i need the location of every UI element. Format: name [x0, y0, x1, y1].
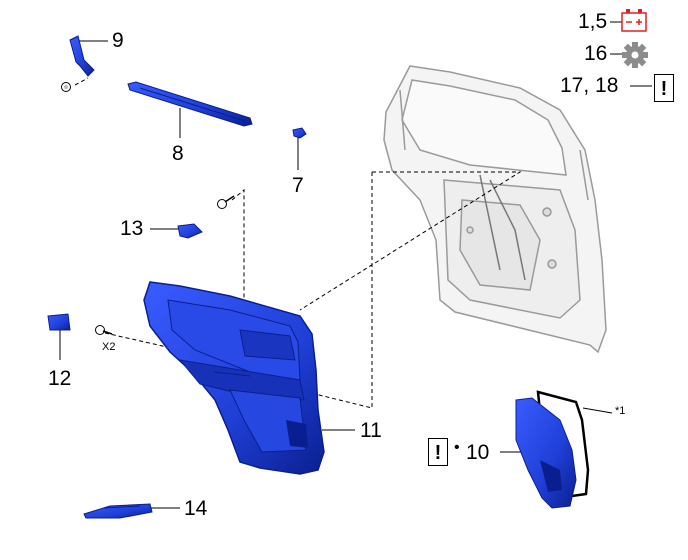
callout-13: 13 [120, 217, 144, 240]
callout-11: 11 [360, 419, 382, 442]
clip-part-9 [61, 82, 71, 92]
part-9-bracket [69, 35, 95, 77]
label-star-1: *1 [615, 405, 626, 417]
callout-17-18: 17, 18 [560, 74, 619, 97]
callout-16: 16 [584, 42, 608, 65]
part-11-door-trim-board [143, 281, 325, 475]
part-7-clip [292, 127, 307, 139]
battery-icon [621, 9, 647, 32]
label-x2: X2 [102, 341, 116, 353]
callout-7: 7 [292, 174, 304, 197]
part-14-lower-trim [83, 503, 153, 519]
part-13-cover [177, 223, 203, 239]
gear-icon [622, 42, 648, 68]
callout-1-5: 1,5 [578, 10, 608, 33]
callout-10-bullet: • [454, 439, 460, 456]
door-outer-panel [383, 65, 607, 354]
part-8-molding-strip [127, 81, 253, 127]
leader-lines-solid [59, 21, 652, 509]
attention-icon-10: ! [428, 438, 448, 466]
callout-8: 8 [172, 142, 184, 165]
callout-12: 12 [48, 367, 72, 390]
callout-9: 9 [112, 29, 124, 52]
attention-icon-17-18: ! [654, 74, 674, 102]
screw-top [217, 195, 235, 209]
callout-10: 10 [466, 441, 490, 464]
part-10-service-hole-cover [515, 390, 590, 509]
callout-14: 14 [184, 497, 208, 520]
screw-x2 [95, 325, 113, 335]
part-12-piece [47, 313, 71, 331]
